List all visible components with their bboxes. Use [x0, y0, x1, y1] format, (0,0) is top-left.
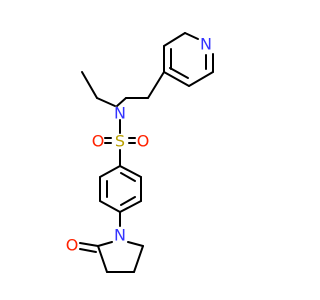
bond: [120, 196, 136, 206]
bond: [163, 71, 190, 87]
atom-sulfur: S: [115, 132, 125, 151]
bond: [169, 67, 189, 79]
bond: [99, 165, 121, 178]
bond: [97, 241, 113, 247]
bond: [81, 71, 98, 99]
atom-o-carbonyl: O: [66, 236, 79, 255]
atom-o-sulfonyl-right: O: [137, 132, 150, 151]
structure-canvas: N N S O O N O: [66, 32, 214, 273]
bond: [163, 32, 186, 47]
bond: [97, 245, 108, 273]
bond: [99, 200, 121, 213]
bond: [127, 241, 144, 247]
bond: [147, 71, 165, 99]
bond: [116, 97, 127, 107]
atom-n-sulfonamide: N: [114, 104, 126, 123]
atom-o-sulfonyl-left: O: [92, 132, 105, 151]
bond: [188, 71, 214, 87]
bond: [119, 165, 142, 178]
bond: [96, 97, 116, 107]
bond: [119, 200, 142, 213]
bond: [120, 172, 136, 182]
molecule-structure: N N S O O N O: [66, 32, 214, 273]
bonds-layer: [79, 32, 214, 273]
bond: [133, 245, 144, 273]
bond: [79, 242, 99, 247]
atom-n-pyridine: N: [200, 35, 212, 54]
bond: [184, 32, 199, 40]
atom-labels: N N S O O N O: [66, 35, 212, 255]
bond: [79, 248, 97, 253]
atom-n-lactam: N: [114, 226, 126, 245]
